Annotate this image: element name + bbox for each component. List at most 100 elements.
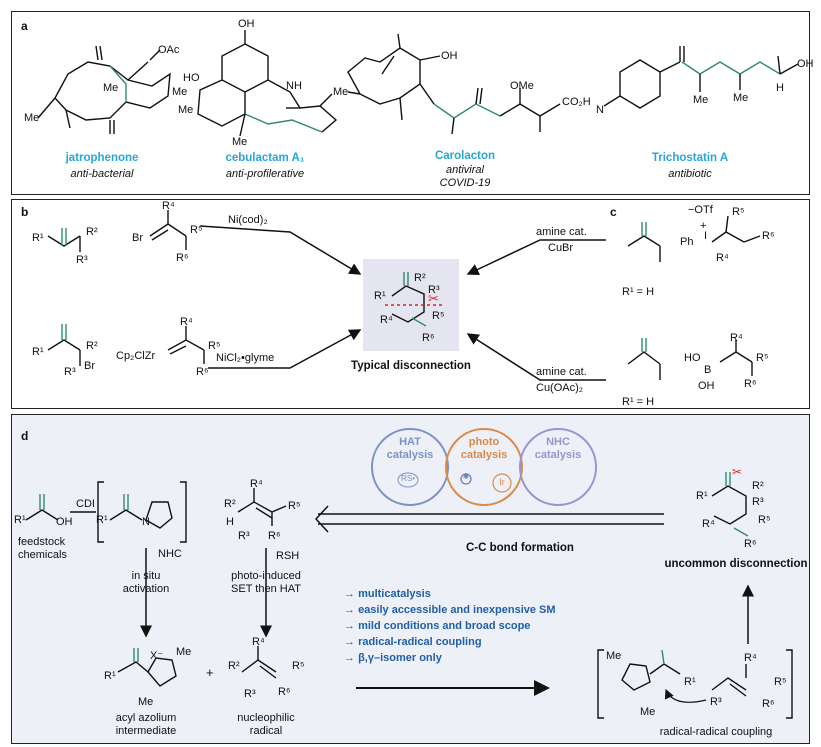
alkene-r5: R⁵: [288, 500, 301, 512]
b-row2-br: Br: [84, 360, 95, 372]
alkene-h: H: [226, 516, 234, 528]
cebulactam-me-3: Me: [232, 136, 248, 148]
alkene-r6: R⁶: [268, 530, 281, 542]
c-iodonium-r4: R⁴: [716, 252, 729, 264]
bullet-3: → mild conditions and broad scope: [344, 620, 531, 632]
set-hat-label: SET then HAT: [231, 583, 301, 595]
b-row2-r1: R¹: [32, 346, 44, 358]
b-row1-r3: R³: [76, 254, 88, 266]
bullet-4-text: radical-radical coupling: [358, 636, 482, 648]
c-iodonium-r6: R⁶: [762, 230, 775, 242]
photo-badge: Ir: [499, 477, 505, 487]
hat-badge: RS•: [401, 474, 415, 483]
jatrophenone-me-3: Me: [24, 112, 40, 124]
typical-disconnection-caption: Typical disconnection: [351, 360, 471, 372]
b-row1-r2: R²: [86, 226, 98, 238]
cc-bond-caption: C-C bond formation: [466, 542, 574, 554]
bullet-2-text: easily accessible and inexpensive SM: [358, 604, 556, 616]
jatrophenone-me-2: Me: [172, 86, 188, 98]
bullet-4: → radical-radical coupling: [344, 636, 482, 648]
acyl-azolium-label: acyl azolium: [115, 712, 177, 724]
bullet-1-text: multicatalysis: [358, 588, 431, 600]
lightbulb-icon: ✱: [462, 472, 470, 481]
c-row1-note: R¹ = H: [622, 286, 655, 298]
b-row1-r1: R¹: [32, 232, 44, 244]
b-row2-r4: R⁴: [180, 316, 193, 328]
jatrophenone-me-1: Me: [103, 82, 119, 94]
panel-c-label: c: [610, 205, 617, 219]
bullet-2: → easily accessible and inexpensive SM: [344, 604, 556, 616]
c-boron-b: B: [704, 364, 712, 376]
coupling-r5: R⁵: [774, 676, 787, 688]
azolium-x: X⁻: [150, 650, 164, 662]
product-r6: R⁶: [744, 538, 757, 550]
b-row1-br: Br: [132, 232, 143, 244]
center-r4: R⁴: [380, 314, 393, 326]
c-iodonium-i: I: [704, 230, 708, 242]
c-boron-ho: HO: [684, 352, 701, 364]
c-row2-note: R¹ = H: [622, 396, 655, 408]
hat-sub: catalysis: [386, 449, 434, 461]
carolacton-name: Carolacton: [434, 150, 496, 162]
bullet-5-text: β,γ–isomer only: [358, 652, 442, 664]
cebulactam-name: cebulactam A₁: [225, 152, 305, 164]
carolacton-oh: OH: [441, 50, 458, 62]
radical-label: radical: [249, 725, 283, 737]
trichostatin-h: H: [776, 82, 784, 94]
product-scissors-icon: ✂: [732, 465, 743, 479]
photo-title: photo: [468, 436, 500, 448]
alkene-r3: R³: [238, 530, 250, 542]
coupling-me1: Me: [606, 650, 622, 662]
coupling-me2: Me: [640, 706, 656, 718]
b-row1-r4: R⁴: [162, 200, 175, 212]
cebulactam-oh: OH: [238, 18, 255, 30]
trichostatin-activity: antibiotic: [668, 168, 712, 180]
activation-label: activation: [122, 583, 170, 595]
bullet-5: → β,γ–isomer only: [344, 652, 442, 664]
rsh-label: RSH: [276, 550, 300, 562]
center-r1: R¹: [374, 290, 386, 302]
photo-induced-label: photo-induced: [231, 570, 301, 582]
center-r6: R⁶: [422, 332, 435, 344]
c-iodonium-ph: Ph: [680, 236, 694, 248]
b-row2-reagent: NiCl₂•glyme: [216, 352, 275, 364]
product-r1: R¹: [696, 490, 708, 502]
trichostatin-n: N: [596, 104, 604, 116]
trichostatin-me-2: Me: [733, 92, 749, 104]
center-r5: R⁵: [432, 310, 445, 322]
b-row1-r5: R⁵: [190, 224, 203, 236]
c-boron-r6: R⁶: [744, 378, 757, 390]
radical-r4: R⁴: [252, 636, 265, 648]
coupling-r1: R¹: [684, 676, 696, 688]
c-row1-reagent2: CuBr: [548, 242, 574, 254]
coupling-caption: radical-radical coupling: [659, 726, 773, 738]
c-row2-reagent2: Cu(OAc)₂: [536, 382, 584, 394]
c-iodonium-plus: +: [700, 220, 707, 232]
center-r2: R²: [414, 272, 426, 284]
plus-sign: +: [206, 665, 214, 680]
jatrophenone-name: jatrophenone: [65, 152, 139, 164]
coupling-r4: R⁴: [744, 652, 757, 664]
nhc-sub: catalysis: [534, 449, 582, 461]
c-iodonium-r5: R⁵: [732, 206, 745, 218]
acid-oh: OH: [56, 516, 73, 528]
hat-title: HAT: [399, 436, 421, 448]
trichostatin-oh: OH: [797, 58, 814, 70]
jatrophenone-activity: anti-bacterial: [70, 168, 134, 180]
azolium-r1: R¹: [104, 670, 116, 682]
product-r5: R⁵: [758, 514, 771, 526]
acylimid-n: N: [142, 516, 150, 528]
cdi-label: CDI: [76, 498, 95, 510]
scissors-icon: ✂: [428, 291, 439, 306]
b-row2-zr: Cp₂ClZr: [116, 350, 156, 362]
in-situ-label: in situ: [131, 570, 161, 582]
panel-d-label: d: [21, 429, 29, 443]
coupling-r6: R⁶: [762, 698, 775, 710]
product-r2: R²: [752, 480, 764, 492]
radical-r5: R⁵: [292, 660, 305, 672]
alkene-r4: R⁴: [250, 478, 263, 490]
acid-r1: R¹: [14, 514, 26, 526]
